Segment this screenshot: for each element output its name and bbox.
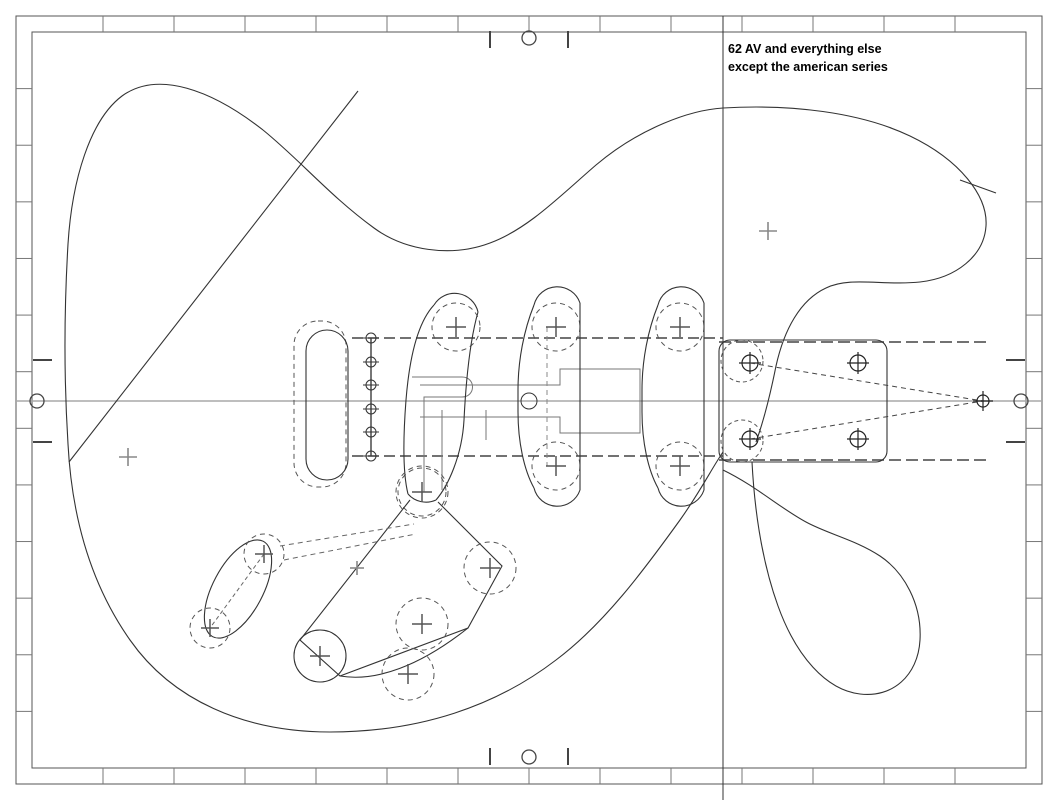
- control-cavity-outline-b: [339, 627, 469, 678]
- output-jack-group: [189, 523, 417, 649]
- cross-neck-lower: [670, 456, 690, 476]
- pickup-routes-group: [397, 286, 705, 517]
- pickup-route-middle-caps: [533, 286, 581, 507]
- title-note-line-2: except the american series: [728, 60, 888, 74]
- drawing-border: [15, 15, 1043, 785]
- title-note-group: 62 AV and everything else except the ame…: [728, 42, 888, 74]
- jack-lead-lower: [283, 533, 417, 561]
- tremolo-block-route-group: [293, 320, 349, 488]
- jack-axis-line: [209, 553, 265, 629]
- body-outline-upper-horn: [722, 106, 987, 443]
- scale-length-apex: [973, 391, 993, 411]
- volume-pot-hole: [395, 465, 449, 519]
- neck-taper-lines: [749, 362, 984, 440]
- guitar-body-outline-group: [64, 83, 997, 733]
- body-bevel-line: [68, 90, 359, 463]
- title-note-line-1: 62 AV and everything else: [728, 42, 882, 56]
- tone-pot-hole-1: [463, 541, 517, 595]
- bridge-pickup-screw-lower: [397, 467, 447, 517]
- top-edge-datum-icon: [521, 30, 537, 46]
- ferrule-holes: [363, 332, 379, 462]
- cross-cavity-lower-left: [310, 646, 330, 666]
- horn-nick-line: [959, 179, 997, 194]
- datum-markers: [29, 30, 1029, 765]
- hole-center-crosses: [201, 317, 690, 684]
- bridge-pickup-screw-upper: [431, 302, 481, 352]
- cross-cavity-lower-right: [398, 664, 418, 684]
- body-outline-lower-horn: [722, 461, 921, 696]
- neck-pocket-group: [718, 339, 993, 463]
- pickup-route-neck: [641, 304, 659, 489]
- jack-socket-slot: [203, 539, 273, 639]
- body-outline-left: [64, 83, 724, 733]
- cross-jack-lower: [201, 619, 219, 637]
- neck-pocket-relief-lower: [720, 419, 764, 463]
- bottom-edge-datum-icon: [521, 749, 537, 765]
- string-ferrule-group: [352, 332, 723, 462]
- neck-taper-upper: [749, 362, 984, 402]
- control-cavity-group: [293, 465, 517, 701]
- left-edge-datum-icon: [29, 393, 45, 409]
- border-tick-marks: [16, 16, 1042, 784]
- selector-switch-hole: [520, 392, 538, 410]
- centerlines: [16, 16, 1042, 800]
- cross-bridge-lower: [412, 482, 432, 502]
- pickup-wiring-channel-group: [412, 368, 641, 492]
- jack-hole-lower: [189, 607, 231, 649]
- pickup-route-bridge-top-cap: [433, 292, 479, 313]
- jack-lead-upper: [279, 523, 415, 547]
- cross-middle-lower: [546, 456, 566, 476]
- cross-middle-upper: [546, 317, 566, 337]
- pickup-route-neck-caps: [657, 286, 705, 507]
- cavity-hole-lower-right: [381, 647, 435, 701]
- control-cavity-outline: [299, 499, 503, 677]
- selector-route-path-2: [441, 410, 487, 490]
- right-edge-datum-icon: [1013, 393, 1029, 409]
- border-outer-rect: [15, 15, 1043, 785]
- neck-pocket-rect: [718, 339, 888, 463]
- pickup-route-middle: [517, 304, 535, 489]
- cross-neck-upper: [670, 317, 690, 337]
- cavity-hole-lower-left-solid: [293, 629, 347, 683]
- cross-tone-pot-1: [480, 558, 500, 578]
- tone-pot-hole-2: [395, 597, 449, 651]
- pickup-route-bridge-bottom-cap: [407, 493, 437, 503]
- crosshair-markers: [119, 222, 777, 575]
- neck-taper-lower: [749, 400, 984, 440]
- pickup-channel-path: [420, 368, 641, 434]
- selector-route-path: [412, 376, 473, 492]
- tremolo-route-inner: [305, 329, 349, 481]
- tremolo-route-outer: [293, 320, 347, 488]
- cross-jack-upper: [255, 545, 273, 563]
- cross-tone-pot-2: [412, 614, 432, 634]
- border-inner-rect: [31, 31, 1027, 769]
- jack-hole-upper: [243, 533, 285, 575]
- pickup-route-bridge: [403, 304, 479, 501]
- cross-bridge-upper: [446, 317, 466, 337]
